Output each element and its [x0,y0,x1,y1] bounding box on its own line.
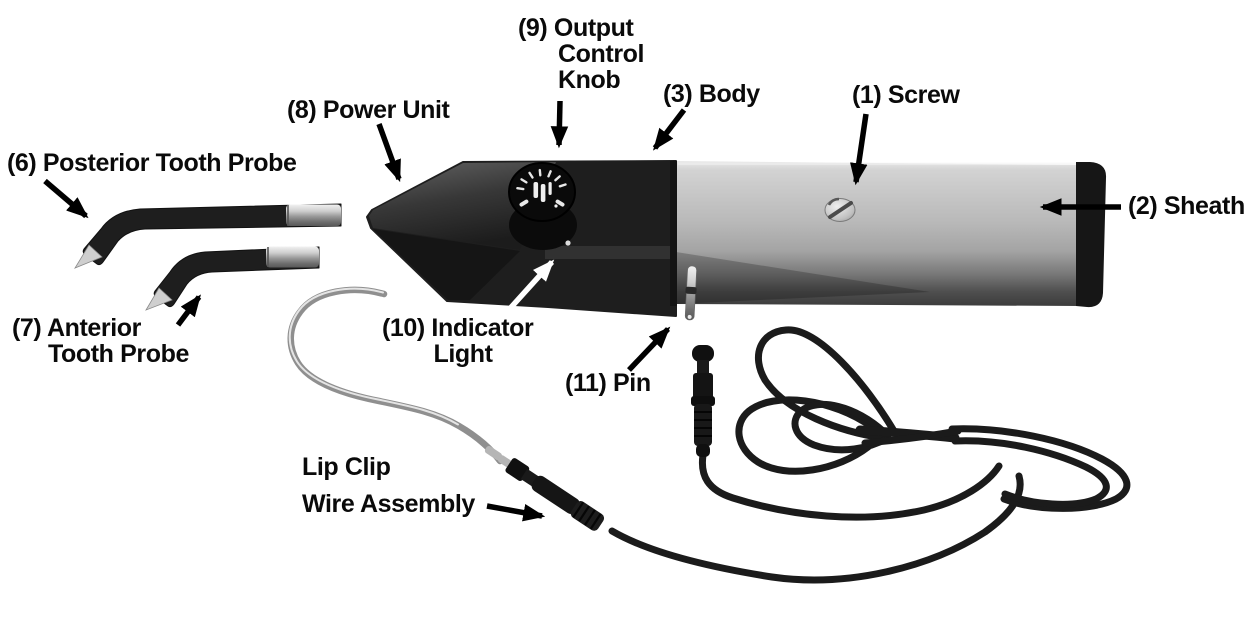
label-posterior-tooth-probe: (6) Posterior Tooth Probe [7,149,297,177]
pin [684,265,697,321]
power-unit-underside [373,229,520,300]
end-cap [1076,162,1107,308]
wire-bottom-sweep [608,472,1024,584]
indicator-light [565,240,571,246]
label-power-unit: (8) Power Unit [287,96,450,124]
label-sheath: (2) Sheath [1128,192,1245,220]
handpiece-device [366,160,1107,321]
arrow-output-knob [550,100,569,149]
lip-clip [287,286,504,465]
knob-center-marks [533,182,558,208]
label-indicator-line2: Light [433,340,493,368]
posterior-probe-tip [74,244,103,269]
anterior-probe-shaft [266,246,319,268]
arrow-screw [850,113,869,186]
label-anterior-line1: (7) Anterior [12,314,142,342]
anterior-probe-tip [145,287,173,311]
sheath-top-highlight [678,162,1078,165]
sheath-lower-shade [676,252,930,304]
knob-dial-ticks [516,168,567,207]
wire-knot-strand-a [855,425,960,443]
wire-right-inner-loop [951,437,1110,508]
lip-clip-ferrule [497,455,512,468]
wire-left-loop [735,396,876,475]
body-sheath-junction [670,161,677,306]
arrow-posterior-probe [43,178,89,219]
label-pin: (11) Pin [565,369,651,397]
wire-assembly [608,326,1131,584]
sheath [676,161,1080,306]
posterior-tooth-probe [74,203,342,269]
body-highlight [545,246,676,259]
anterior-tooth-probe [145,246,320,311]
arrow-anterior-probe [175,294,202,327]
label-indicator-line1: (10) Indicator [382,314,534,342]
label-wire-assembly: Wire Assembly [302,490,475,518]
label-screw: (1) Screw [852,81,960,109]
label-knob-line1: (9) Output [518,14,634,42]
label-anterior-line2: Tooth Probe [48,340,189,368]
label-anterior-tooth-probe: (7) Anterior Tooth Probe [12,315,189,367]
wire-knot-strand-b [861,427,962,447]
callout-arrows [43,100,1121,522]
posterior-probe-shaft [286,204,341,226]
posterior-probe-body [82,203,342,266]
pin-plug [691,345,715,457]
output-control-knob [508,162,577,250]
wire-right-outer-loop [948,425,1131,512]
label-output-control-knob: (9) Output Control Knob [518,15,644,93]
screw [824,197,856,222]
wire-from-pin-plug [698,451,1003,521]
arrow-wire-assembly [486,503,546,522]
wire-mid-loop [791,400,892,454]
label-lip-clip: Lip Clip [302,453,391,481]
arrow-power-unit [376,123,402,183]
label-body: (3) Body [663,80,760,108]
arrow-body [652,108,687,151]
lip-clip-plug [484,445,605,531]
arrow-pin [627,326,671,372]
label-knob-line3: Knob [558,66,621,94]
label-indicator-light: (10) Indicator Light [382,315,544,367]
wire-top-loop [754,326,898,442]
label-knob-line2: Control [558,40,645,68]
arrow-indicator-light [502,259,555,316]
